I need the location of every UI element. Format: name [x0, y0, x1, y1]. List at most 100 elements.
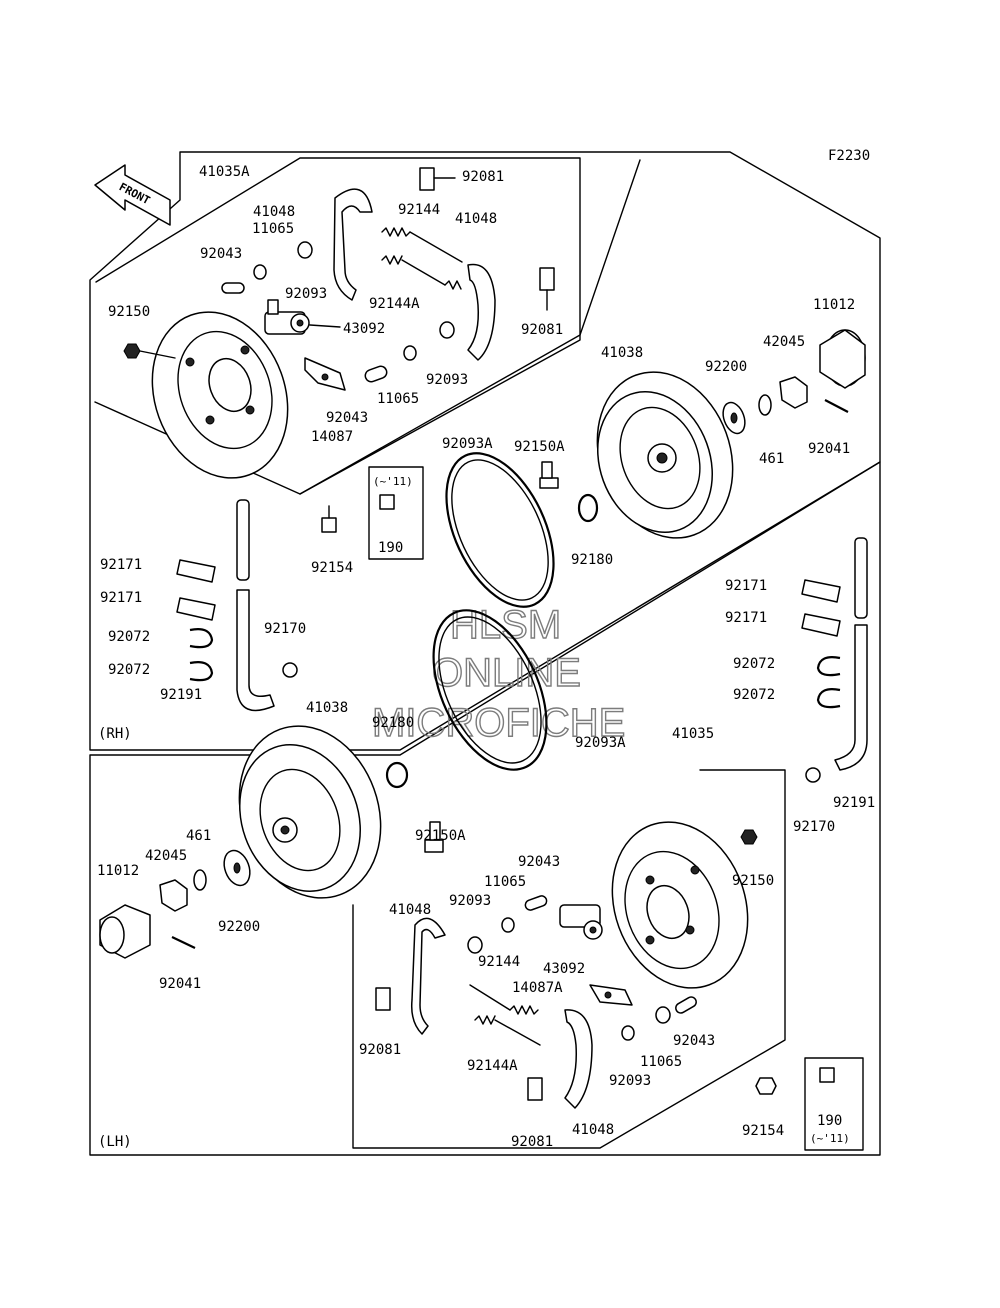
spring-92144A-lh: [474, 1015, 541, 1046]
section-label-rh: (RH): [98, 726, 132, 742]
label-92180-lh: 92180: [372, 715, 414, 731]
nut-42045-lh: [159, 879, 188, 912]
label-461-lh: 461: [186, 828, 211, 844]
bands-92171-right: [801, 579, 841, 637]
washer-92200-lh: [223, 849, 251, 887]
label-41038-rh: 41038: [601, 345, 643, 361]
label-92093-lh-a: 92093: [449, 893, 491, 909]
hub-cap-11012-lh: [99, 904, 151, 959]
label-41038-lh: 41038: [306, 700, 348, 716]
pins-92081-lh: [375, 987, 543, 1101]
label-92093-rh-a: 92093: [285, 286, 327, 302]
watermark-line-3: MICROFICHE: [372, 701, 625, 745]
label-41048-rh-b: 41048: [455, 211, 497, 227]
label-92043-lh-a: 92043: [518, 854, 560, 870]
label-11065-rh-b: 11065: [377, 391, 419, 407]
nut-42045-rh: [779, 376, 808, 409]
label-43092-lh: 43092: [543, 961, 585, 977]
label-92150A-lh: 92150A: [415, 828, 466, 844]
washer-461-rh: [758, 394, 772, 416]
label-190-rh: 190: [378, 540, 403, 556]
label-11012-lh: 11012: [97, 863, 139, 879]
plate-14087-rh: [304, 357, 346, 391]
label-41035A-rh: 41035A: [199, 164, 250, 180]
label-92093A-rh: 92093A: [442, 436, 493, 452]
label-92041-rh: 92041: [808, 441, 850, 457]
label-92081-rh-a: 92081: [462, 169, 504, 185]
label-461-rh: 461: [759, 451, 784, 467]
label-92191-mid: 92191: [833, 795, 875, 811]
pin-92081-rh-b: [539, 267, 555, 311]
label-92072-rh-b: 92072: [108, 662, 150, 678]
label-11012-rh: 11012: [813, 297, 855, 313]
label-92200-lh: 92200: [218, 919, 260, 935]
watermark-line-2: ONLINE: [432, 651, 581, 695]
clamps-92072-rh: [189, 628, 214, 682]
hose-92191-rh: [236, 499, 298, 712]
pin-92081-rh-a: [419, 167, 456, 191]
clamps-92072-right: [816, 656, 841, 709]
label-41035-lh: 41035: [672, 726, 714, 742]
seal-92093A-lh: [432, 609, 548, 771]
brake-shoe-41048-rh-lower: [467, 263, 496, 361]
label-92150A-rh: 92150A: [514, 439, 565, 455]
label-92171-mid-a: 92171: [725, 578, 767, 594]
label-92154-lh: 92154: [742, 1123, 784, 1139]
label-92072-rh-a: 92072: [108, 629, 150, 645]
washer-92200-rh: [722, 401, 746, 435]
washer-461-lh: [193, 869, 207, 891]
cotter-92041-rh: [824, 399, 849, 413]
bleeder-190-rh-box: [368, 466, 424, 560]
label-92171-mid-b: 92171: [725, 610, 767, 626]
label-92200-rh: 92200: [705, 359, 747, 375]
label-92180-rh: 92180: [571, 552, 613, 568]
label-92093-lh-b: 92093: [609, 1073, 651, 1089]
label-92072-mid-b: 92072: [733, 687, 775, 703]
wheel-cylinder-43092-rh: [264, 299, 341, 335]
label-14087A-lh: 14087A: [512, 980, 563, 996]
diagram-id: F2230: [828, 148, 870, 164]
label-43092-rh: 43092: [343, 321, 385, 337]
brake-drum-41038-lh: [238, 725, 382, 899]
label-92093A-lh: 92093A: [575, 735, 626, 751]
ring-92180-rh: [577, 493, 599, 523]
label-92041-lh: 92041: [159, 976, 201, 992]
bleeder-92154-lh: [755, 1077, 777, 1095]
label-190-lh: 190: [817, 1113, 842, 1129]
clip-92170-right: [805, 767, 821, 783]
label-92170-rh: 92170: [264, 621, 306, 637]
label-41048-lh-b: 41048: [572, 1122, 614, 1138]
label-42045-rh: 42045: [763, 334, 805, 350]
brake-drum-41038-rh: [596, 371, 734, 539]
bolt-92150A-lh: [424, 821, 444, 853]
brake-shoe-41048-lh-upper: [410, 917, 446, 1035]
label-11065-lh-b: 11065: [640, 1054, 682, 1070]
label-92144A-lh: 92144A: [467, 1058, 518, 1074]
label-11065-rh-a: 11065: [252, 221, 294, 237]
label-note-11-lh: (~'11): [810, 1132, 850, 1145]
hose-92191-right: [834, 537, 868, 771]
bleeder-92154-rh: [321, 505, 337, 533]
backing-plate-lh: [611, 821, 749, 989]
label-92171-rh-b: 92171: [100, 590, 142, 606]
washers-lh: [467, 895, 697, 1041]
brake-shoe-41048-rh-upper: [333, 188, 373, 301]
label-92081-rh-b: 92081: [521, 322, 563, 338]
washers-rh: [221, 241, 455, 383]
bands-92171-rh: [176, 559, 216, 621]
label-92081-lh-b: 92081: [511, 1134, 553, 1150]
label-92072-mid-a: 92072: [733, 656, 775, 672]
cotter-92041-lh: [171, 936, 196, 949]
bolt-92150-rh: [123, 343, 176, 359]
wheel-cylinder-43092-lh: [559, 904, 603, 940]
spring-92144-rh: [381, 227, 463, 263]
section-label-lh: (LH): [98, 1134, 132, 1150]
label-14087-rh: 14087: [311, 429, 353, 445]
backing-plate-rh: [151, 311, 289, 479]
seal-92093A-rh: [445, 452, 555, 608]
label-92150-rh: 92150: [108, 304, 150, 320]
label-42045-lh: 42045: [145, 848, 187, 864]
bleeder-190-lh-box: [804, 1057, 864, 1151]
spring-92144-lh: [469, 984, 539, 1015]
label-41048-rh-a: 41048: [253, 204, 295, 220]
